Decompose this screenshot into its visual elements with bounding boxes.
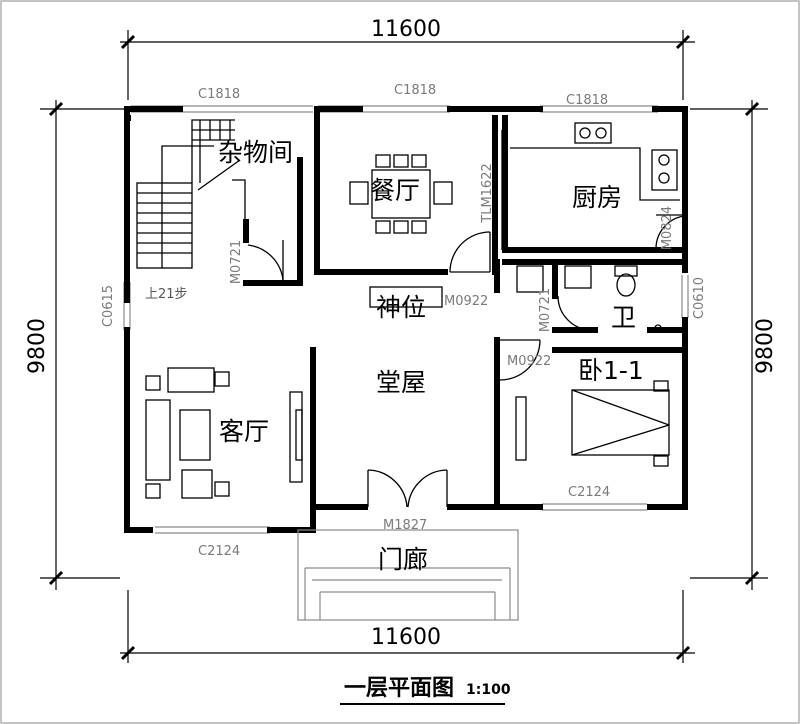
code-window-bedroom: C2124 [568,485,610,500]
code-window-top-left: C1818 [198,87,240,102]
code-window-top-right: C1818 [566,93,608,108]
dimension-lines [40,30,768,663]
code-door-bath: M0721 [538,288,553,332]
doors [247,130,685,508]
shrine-table [369,286,443,308]
code-door-storage: M0721 [229,240,244,284]
room-dining: 餐厅 [370,176,420,205]
room-storage: 杂物间 [218,138,293,167]
room-kitchen: 厨房 [572,183,622,212]
stairs [136,119,246,269]
bed [515,380,670,467]
room-bath: 卫 [611,303,636,332]
code-door-main: M1827 [383,518,427,533]
code-stairs: 上21步 [145,287,188,302]
room-porch: 门廊 [378,545,428,574]
code-door-kitchen-side: M0824 [660,206,675,250]
dining-table [349,154,453,234]
dimension-bottom: 11600 [371,625,441,650]
drawing-title: 一层平面图 [344,676,454,701]
porch-steps [297,529,519,621]
dimension-right: 9800 [753,318,778,374]
code-window-top-mid: C1818 [394,83,436,98]
walls [124,106,688,533]
dimension-left: 9800 [25,318,50,374]
code-window-left: C0615 [101,285,116,327]
room-shrine: 神位 [376,293,426,322]
code-door-bedroom: M0922 [507,354,551,369]
code-window-living: C2124 [198,544,240,559]
bathroom-fixtures [516,265,662,332]
room-living: 客厅 [219,417,269,446]
dimension-top: 11600 [371,17,441,42]
drawing-scale: 1:100 [466,682,511,698]
living-furniture [145,367,303,499]
code-door-kitchen-slide: TLM1622 [480,163,495,223]
kitchen-counter [510,122,680,201]
room-bedroom: 卧1-1 [578,356,644,385]
room-hall: 堂屋 [376,368,426,397]
code-window-right: C0610 [692,277,707,319]
code-door-shrine: M0922 [444,294,488,309]
